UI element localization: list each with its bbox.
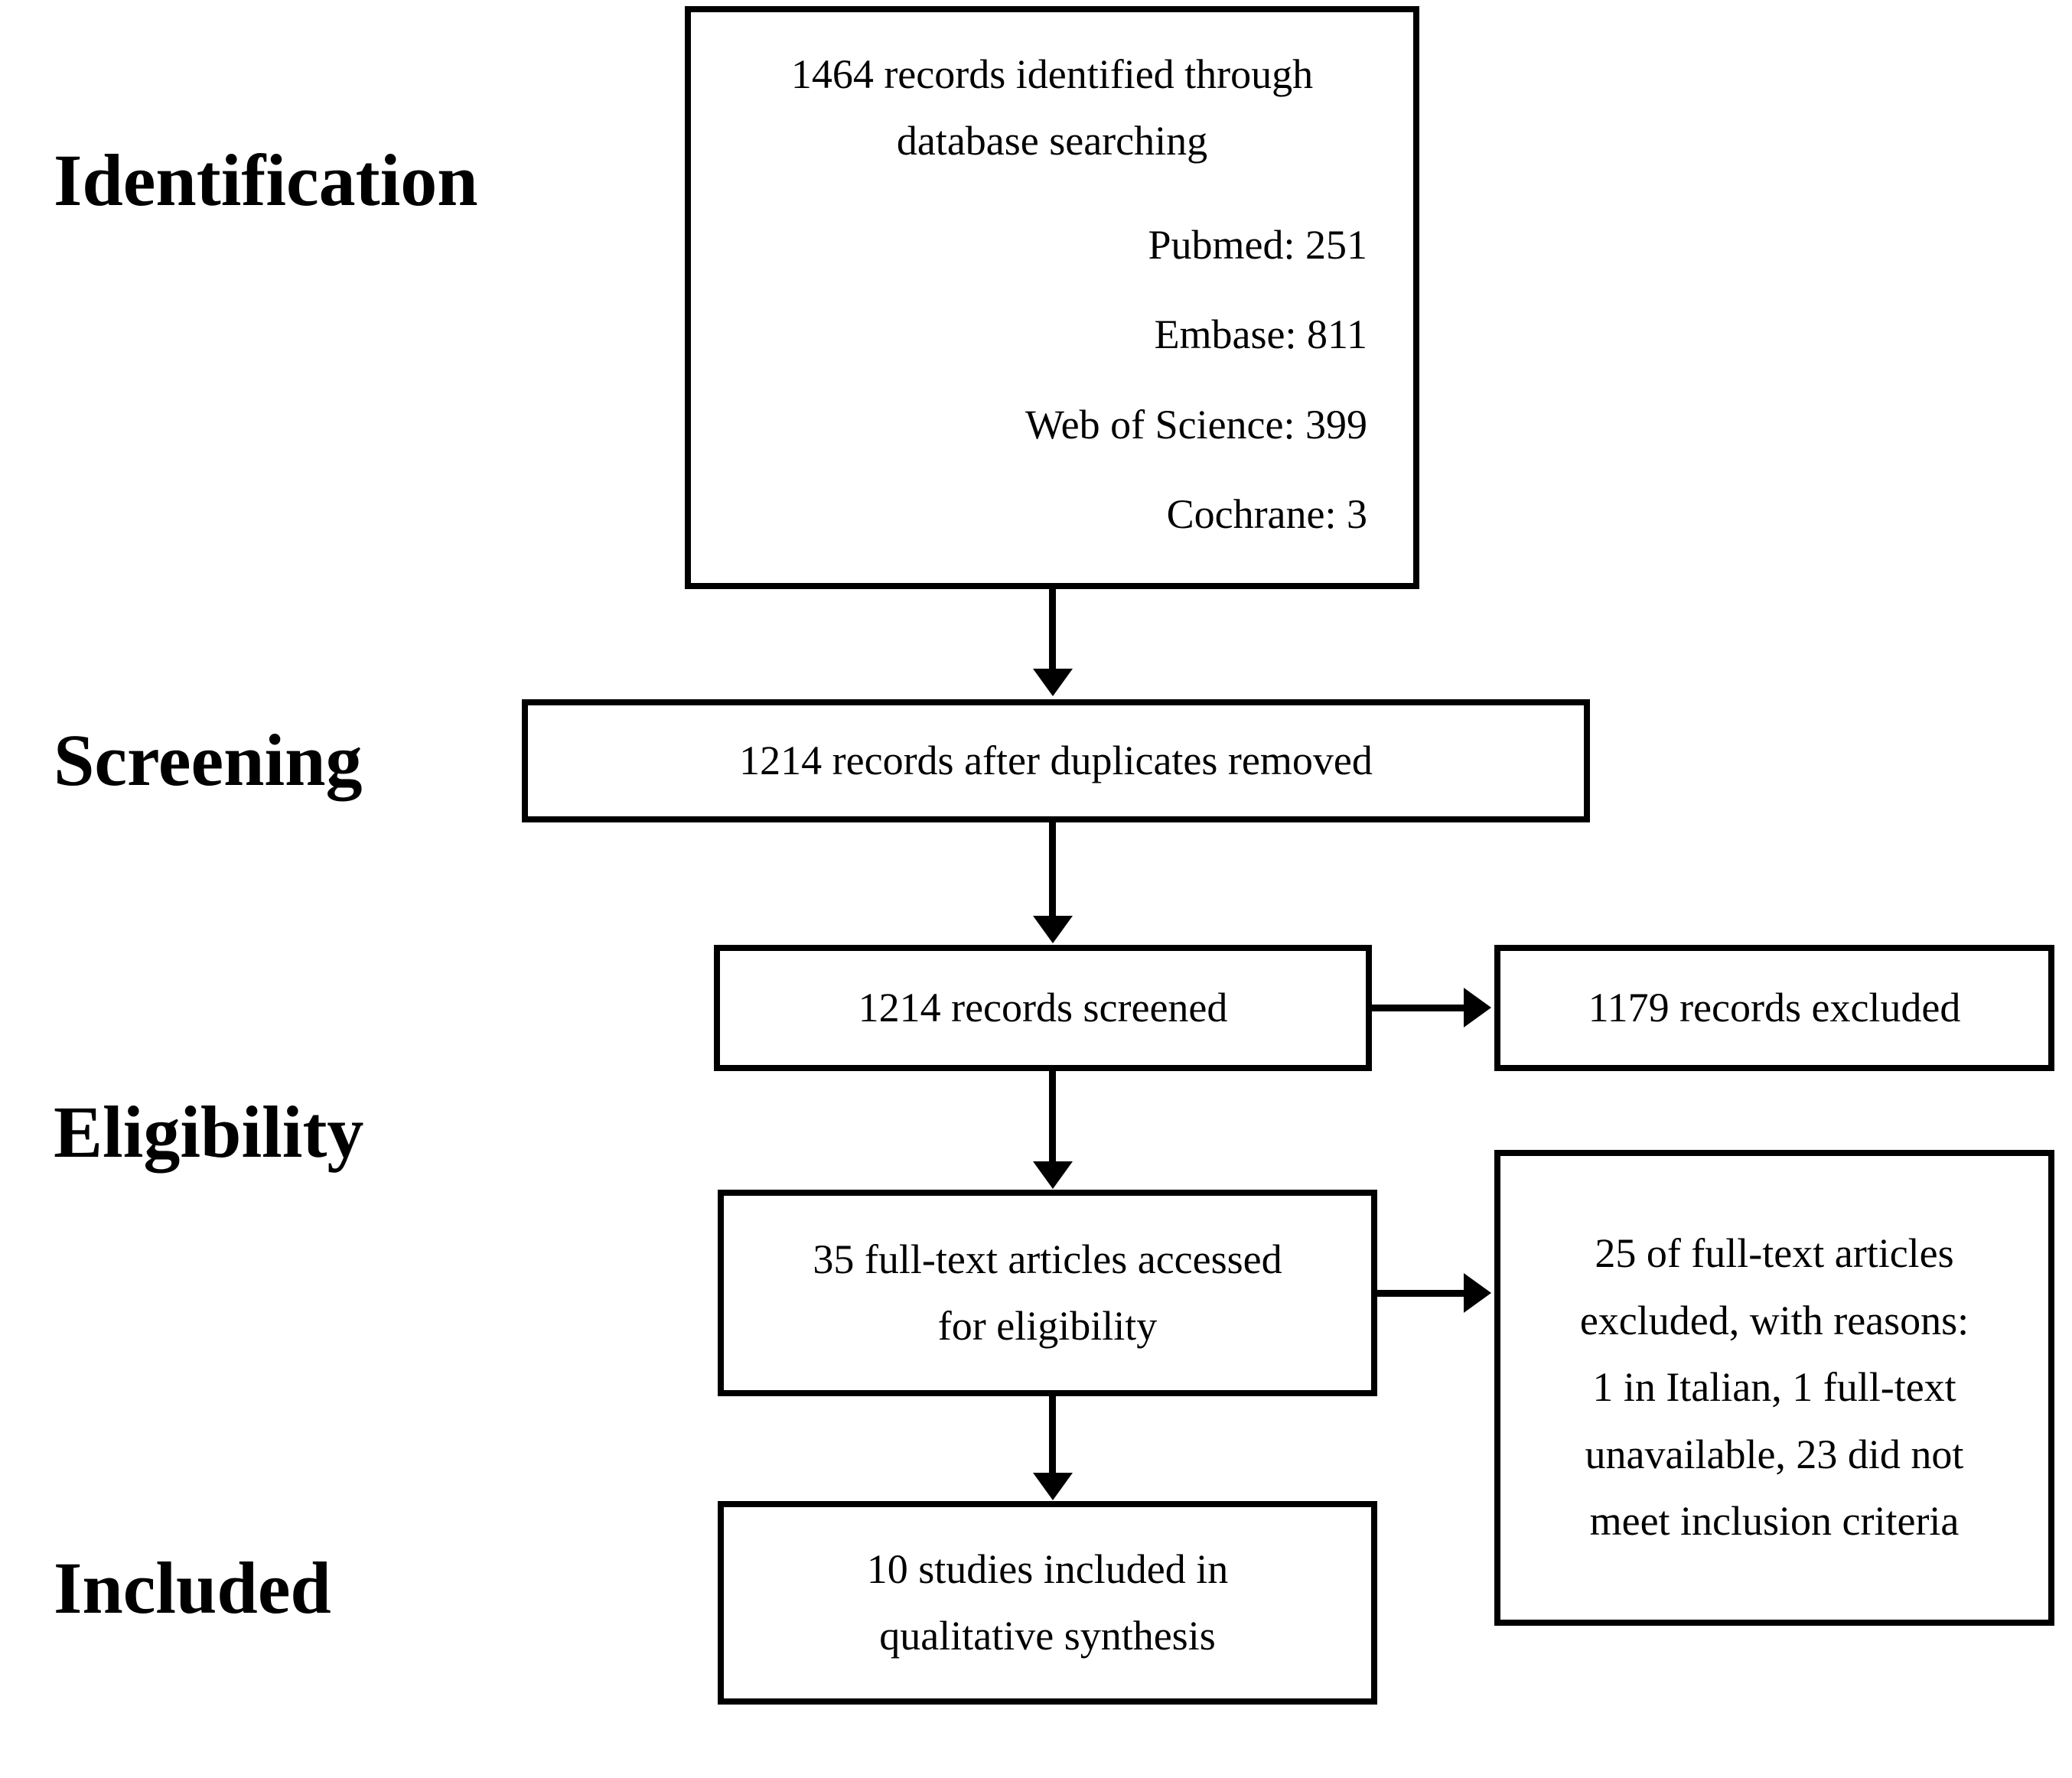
fulltext-assessed-line-2: for eligibility	[937, 1303, 1158, 1349]
records-screened-text: 1214 records screened	[858, 984, 1228, 1031]
connector-screened-to-excluded	[1372, 1005, 1467, 1011]
stage-label-eligibility: Eligibility	[54, 1091, 364, 1173]
connector-identification-to-screening	[1049, 589, 1056, 672]
box-duplicates-removed: 1214 records after duplicates removed	[522, 699, 1590, 822]
stage-label-included: Included	[54, 1547, 331, 1629]
connector-screened-to-fulltext	[1049, 1071, 1056, 1164]
identified-heading-line-2: database searching	[896, 118, 1208, 164]
duplicates-removed-text: 1214 records after duplicates removed	[739, 737, 1373, 783]
box-fulltext-excluded-reasons: 25 of full-text articles excluded, with …	[1494, 1150, 2054, 1626]
arrowhead-screened-to-excluded	[1464, 988, 1491, 1027]
box-fulltext-assessed: 35 full-text articles accessed for eligi…	[718, 1190, 1377, 1396]
source-count-cochrane: Cochrane: 3	[1166, 491, 1367, 538]
identified-heading-line-1: 1464 records identified through	[790, 51, 1314, 97]
source-count-web-of-science: Web of Science: 399	[1025, 401, 1367, 448]
stage-label-identification: Identification	[54, 139, 478, 221]
arrowhead-fulltext-to-reasons	[1464, 1273, 1491, 1313]
box-records-excluded: 1179 records excluded	[1494, 945, 2054, 1071]
reasons-line-2: excluded, with reasons:	[1579, 1297, 1969, 1343]
connector-fulltext-to-included	[1049, 1396, 1056, 1476]
box-records-identified: 1464 records identified through database…	[685, 6, 1419, 589]
studies-included-line-2: qualitative synthesis	[879, 1613, 1216, 1659]
studies-included-line-1: 10 studies included in	[866, 1545, 1229, 1592]
records-excluded-text: 1179 records excluded	[1588, 984, 1961, 1031]
arrowhead-screened-to-fulltext	[1033, 1161, 1073, 1189]
reasons-line-1: 25 of full-text articles	[1595, 1230, 1954, 1277]
reasons-line-4: unavailable, 23 did not	[1585, 1431, 1964, 1477]
stage-label-screening: Screening	[54, 719, 363, 801]
fulltext-assessed-line-1: 35 full-text articles accessed	[813, 1236, 1282, 1282]
box-studies-included: 10 studies included in qualitative synth…	[718, 1501, 1377, 1705]
source-count-pubmed: Pubmed: 251	[1148, 221, 1367, 268]
arrowhead-screening-to-screened	[1033, 916, 1073, 943]
source-count-embase: Embase: 811	[1154, 311, 1367, 358]
reasons-line-3: 1 in Italian, 1 full-text	[1592, 1364, 1956, 1411]
box-records-screened: 1214 records screened	[714, 945, 1372, 1071]
reasons-line-5: meet inclusion criteria	[1589, 1498, 1960, 1545]
connector-screening-to-screened	[1049, 822, 1056, 919]
arrowhead-fulltext-to-included	[1033, 1473, 1073, 1500]
connector-fulltext-to-reasons	[1377, 1290, 1467, 1297]
arrowhead-identification-to-screening	[1033, 669, 1073, 696]
